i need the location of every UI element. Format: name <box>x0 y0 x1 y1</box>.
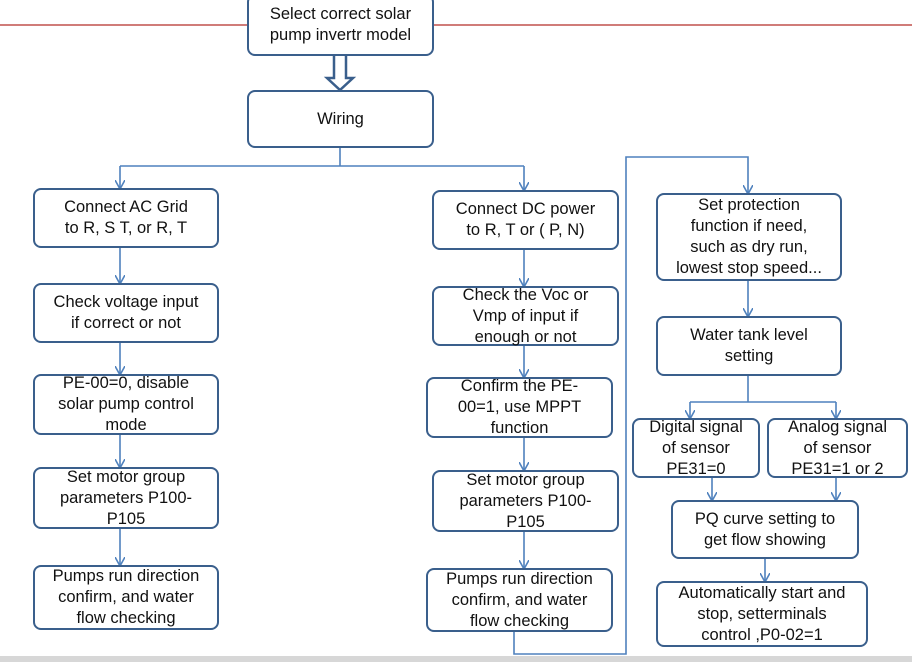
node-select-model: Select correct solar pump invertr model <box>247 0 434 56</box>
connector-dc-to-right <box>513 156 748 655</box>
node-ac-connect: Connect AC Grid to R, S T, or R, T <box>33 188 219 248</box>
node-dc-confirm-mppt: Confirm the PE- 00=1, use MPPT function <box>426 377 613 438</box>
node-ac-pe-disable: PE-00=0, disable solar pump control mode <box>33 374 219 435</box>
node-analog-sensor: Analog signal of sensor PE31=1 or 2 <box>767 418 908 478</box>
node-ac-motor-params: Set motor group parameters P100- P105 <box>33 467 219 529</box>
node-dc-connect: Connect DC power to R, T or ( P, N) <box>432 190 619 250</box>
hollow-down-arrow <box>323 56 357 92</box>
node-dc-check-voc: Check the Voc or Vmp of input if enough … <box>432 286 619 346</box>
node-ac-check-voltage: Check voltage input if correct or not <box>33 283 219 343</box>
node-tank-level: Water tank level setting <box>656 316 842 376</box>
node-wiring: Wiring <box>247 90 434 148</box>
node-dc-pump-direction: Pumps run direction confirm, and water f… <box>426 568 613 632</box>
node-pq-curve: PQ curve setting to get flow showing <box>671 500 859 559</box>
node-auto-start: Automatically start and stop, settermina… <box>656 581 868 647</box>
node-protection: Set protection function if need, such as… <box>656 193 842 281</box>
node-ac-pump-direction: Pumps run direction confirm, and water f… <box>33 565 219 630</box>
bottom-scroll-strip <box>0 656 912 662</box>
node-digital-sensor: Digital signal of sensor PE31=0 <box>632 418 760 478</box>
node-dc-motor-params: Set motor group parameters P100- P105 <box>432 470 619 532</box>
